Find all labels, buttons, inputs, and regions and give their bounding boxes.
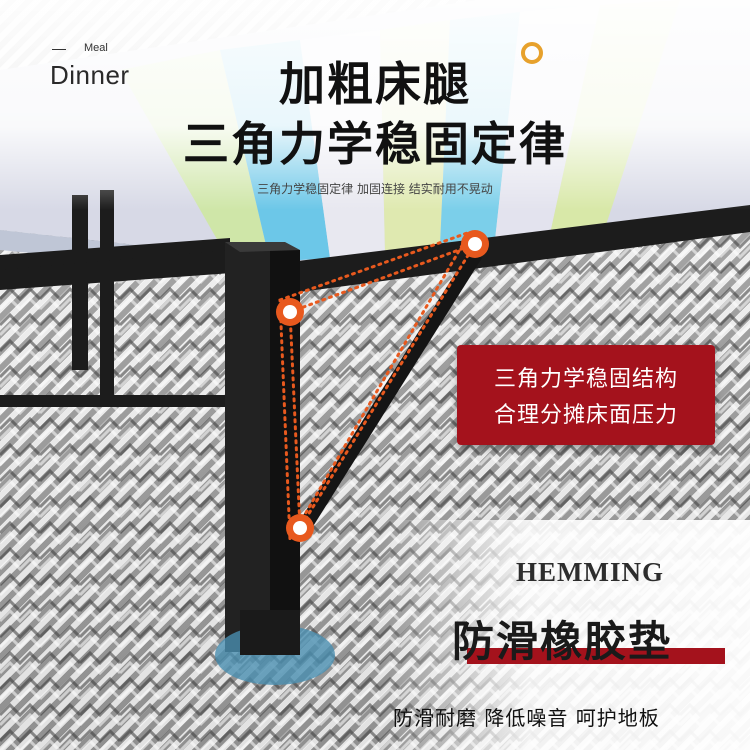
subheadline: 三角力学稳固定律 加固连接 结实耐用不晃动 [257,182,493,196]
callout-line1: 三角力学稳固结构 [493,367,678,392]
headline-line2: 三角力学稳固定律 [183,117,567,171]
pad-brand: HEMMING [516,557,664,587]
ring-icon [521,42,543,64]
footer-fade [380,520,750,750]
bolt-icon [276,230,489,542]
headline-line1: 加粗床腿 [279,57,471,111]
title-underline [467,648,725,664]
callout-box: 三角力学稳固结构 合理分摊床面压力 [457,345,715,445]
header-fade [0,0,750,210]
pad-features: 防滑耐磨 降低噪音 呵护地板 [393,706,660,730]
pad-title: 防滑橡胶垫 [452,617,673,666]
brand-tagline: Meal [84,42,108,54]
callout-line2: 合理分摊床面压力 [493,403,678,428]
brand-divider [52,49,66,50]
brand-name: Dinner [50,60,130,90]
triangle-annotation [278,229,479,546]
